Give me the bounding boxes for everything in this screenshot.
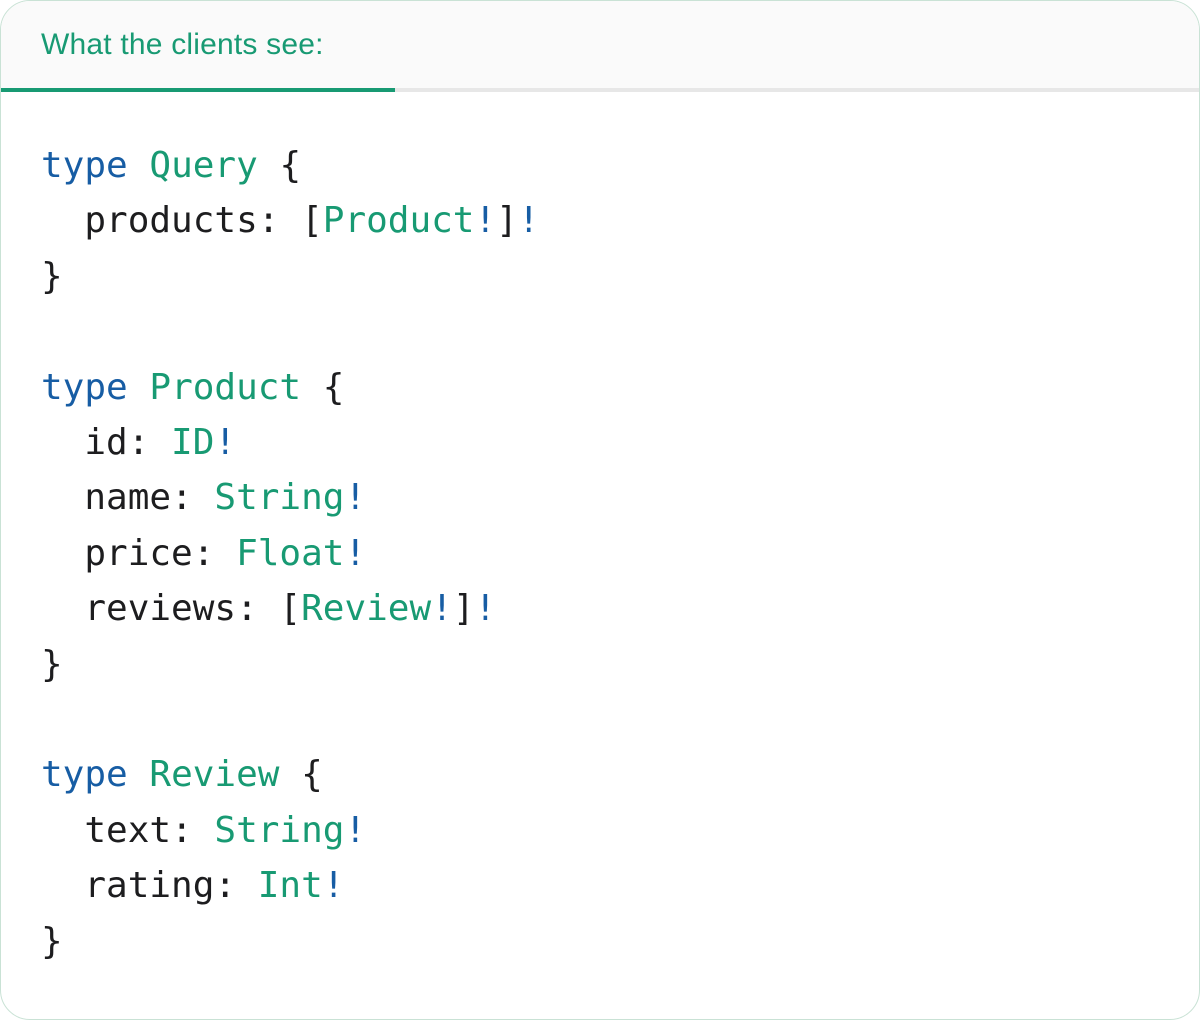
code-token-pl: price: — [41, 532, 237, 574]
code-line: products: [Product!]! — [41, 193, 1159, 248]
active-tab-indicator — [1, 88, 395, 92]
code-token-pl: } — [41, 643, 63, 685]
tab-label: What the clients see: — [41, 27, 324, 61]
code-line: } — [41, 637, 1159, 692]
code-line: id: ID! — [41, 415, 1159, 470]
code-token-kw: ! — [344, 809, 367, 851]
code-token-ty: Review — [149, 754, 280, 796]
code-token-pl: ] — [452, 588, 475, 630]
code-token-kw: type — [41, 754, 128, 796]
code-token-pl: id: — [41, 422, 172, 464]
code-token-pl: ] — [496, 200, 518, 242]
code-line: rating: Int! — [41, 858, 1159, 913]
code-token-kw: type — [41, 366, 128, 408]
code-token-ty: Product — [322, 200, 475, 242]
code-line: type Product { — [41, 360, 1159, 415]
code-token-ty: Product — [149, 366, 302, 408]
code-token-pl: text: — [41, 809, 215, 851]
code-token-kw: ! — [214, 422, 237, 464]
code-token-pl — [128, 145, 150, 186]
code-line — [41, 304, 1159, 359]
tab-bar: What the clients see: — [1, 1, 1199, 92]
code-token-pl: products: [ — [41, 200, 323, 242]
code-line — [41, 692, 1159, 747]
code-token-pl: name: — [41, 477, 215, 519]
code-token-ty: Query — [149, 145, 258, 186]
code-token-ty: Review — [301, 588, 432, 630]
code-token-pl — [128, 367, 150, 408]
code-token-ty: String — [214, 809, 345, 851]
code-token-kw: ! — [474, 200, 497, 242]
code-token-ty: Float — [236, 532, 345, 574]
code-line: price: Float! — [41, 526, 1159, 581]
code-token-kw: type — [41, 145, 128, 186]
code-token-pl — [128, 754, 150, 795]
code-token-pl: rating: — [41, 865, 258, 907]
code-token-kw: ! — [322, 865, 345, 907]
code-token-ty: Int — [257, 865, 323, 907]
tab-what-clients-see[interactable]: What the clients see: — [1, 1, 395, 88]
code-token-kw: ! — [517, 200, 540, 242]
code-token-ty: ID — [171, 422, 215, 464]
code-line: type Review { — [41, 747, 1159, 802]
code-token-kw: ! — [431, 588, 453, 630]
code-token-pl: } — [41, 920, 63, 962]
code-line: } — [41, 914, 1159, 969]
code-line: text: String! — [41, 803, 1159, 858]
code-token-pl: { — [301, 366, 345, 408]
code-line: name: String! — [41, 470, 1159, 525]
code-line: } — [41, 249, 1159, 304]
code-line: type Query { — [41, 138, 1159, 193]
code-token-kw: ! — [344, 532, 367, 574]
code-token-kw: ! — [344, 477, 367, 519]
code-token-pl: reviews: [ — [41, 588, 302, 630]
code-block: type Query { products: [Product!]!} type… — [1, 92, 1199, 1019]
code-token-pl: } — [41, 255, 63, 297]
code-token-kw: ! — [474, 588, 497, 630]
code-token-pl: { — [257, 145, 302, 186]
code-token-ty: String — [214, 477, 345, 519]
code-line: reviews: [Review!]! — [41, 581, 1159, 636]
code-token-pl: { — [279, 754, 323, 796]
